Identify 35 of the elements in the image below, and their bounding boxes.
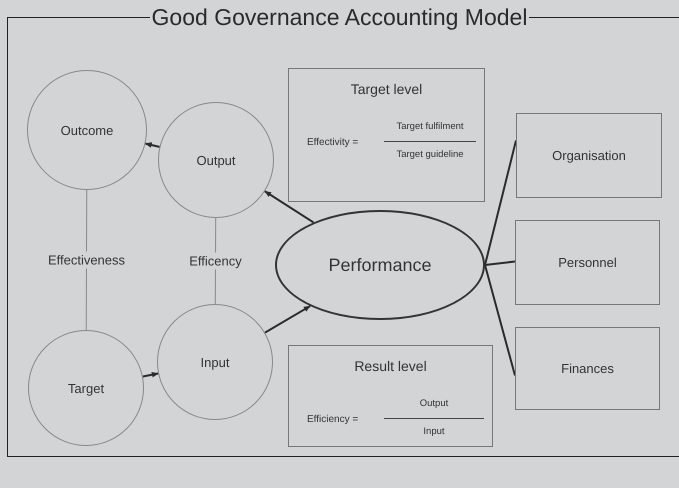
category-box (515, 327, 660, 410)
numerator: Target fulfilment (395, 121, 465, 132)
formula-label: Effectivity = (307, 137, 358, 148)
numerator: Output (418, 398, 450, 409)
connector-line (484, 140, 517, 266)
edge-label: Efficency (187, 252, 244, 270)
concept-circle (158, 102, 274, 218)
node-label: Personnel (558, 255, 617, 270)
category-box (515, 220, 660, 305)
node-label: Organisation (552, 148, 626, 163)
arrow (264, 190, 314, 224)
node-label: Input (200, 354, 230, 370)
concept-circle (157, 304, 273, 420)
arrow (144, 142, 160, 148)
arrow (264, 305, 311, 334)
connector-line (484, 260, 516, 266)
formula-box (288, 68, 485, 202)
arrow (142, 372, 159, 378)
formula-heading: Result level (353, 358, 428, 374)
performance-ellipse (275, 210, 485, 320)
node-label: Finances (561, 361, 614, 376)
node-label: Target (68, 380, 104, 396)
concept-circle (27, 70, 147, 190)
connector-line (86, 190, 88, 330)
node-label: Outcome (60, 122, 114, 138)
concept-circle (28, 330, 144, 446)
formula-box (288, 345, 493, 447)
denominator: Input (422, 426, 446, 437)
denominator: Target guideline (395, 149, 465, 160)
formula-heading: Target level (350, 81, 424, 97)
connector-line (484, 264, 516, 376)
node-label: Output (196, 152, 236, 168)
category-box (516, 113, 662, 198)
formula-label: Efficiency = (307, 414, 358, 425)
node-label: Performance (328, 254, 432, 276)
